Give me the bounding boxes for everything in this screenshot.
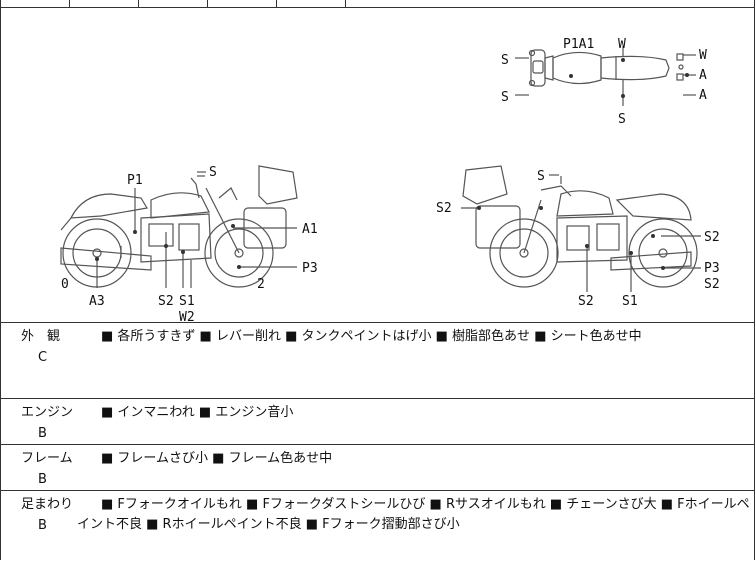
row-label: 外 観 [21,329,61,344]
row-content: ■ インマニわれ ■ エンジン音小 [101,405,294,420]
row-content: ■ フレームさび小 ■ フレーム色あせ中 [101,451,333,466]
label-top-p1a1: P1A1 [563,37,594,52]
label-top-a-upper: A [699,68,707,83]
damage-diagram-area: S S P1A1 W S W A A P1 S A1 P3 0 2 A3 S2 … [0,8,755,323]
motorcycle-diagrams: S S P1A1 W S W A A P1 S A1 P3 0 2 A3 S2 … [60,37,720,322]
label-left-zero: 0 [61,277,69,292]
condition-row-frame: フレーム B ■ フレームさび小 ■ フレーム色あせ中 [0,445,755,491]
label-top-s-lower: S [501,90,509,105]
label-right-p3: P3 [704,261,720,276]
label-top-w-right: W [699,48,707,63]
row-content: ■ 各所うすきず ■ レバー削れ ■ タンクペイントはげ小 ■ 樹脂部色あせ ■… [101,329,642,344]
header-cell [277,0,346,7]
label-left-s: S [209,165,217,180]
row-grade: B [38,472,47,487]
damage-markers [95,58,689,270]
label-top-s-upper: S [501,53,509,68]
label-right-s: S [537,169,545,184]
condition-row-suspension: 足まわり B ■ Fフォークオイルもれ ■ Fフォークダストシールひび ■ Rサ… [0,491,755,560]
row-content: ■ Fフォークオイルもれ ■ Fフォークダストシールひび ■ Rサスオイルもれ … [77,495,751,535]
row-label: エンジン [21,405,74,420]
header-strip [0,0,755,8]
label-left-p1: P1 [127,173,143,188]
condition-row-exterior: 外 観 C ■ 各所うすきず ■ レバー削れ ■ タンクペイントはげ小 ■ 樹脂… [0,323,755,399]
row-content-line2: イント不良 ■ Rホイールペイント不良 ■ Fフォーク摺動部さび小 [77,517,460,532]
row-grade: C [38,350,48,365]
label-left-s2: S2 [158,294,174,309]
label-left-a3: A3 [89,294,105,309]
label-right-s2-lower: S2 [704,277,720,292]
header-cell [208,0,277,7]
label-left-s1: S1 [179,294,195,309]
top-view-illustration [528,49,684,87]
header-cell [139,0,208,7]
right-side-illustration [462,165,698,288]
row-grade: B [38,426,47,441]
label-left-a1: A1 [302,222,318,237]
header-cell [1,0,70,7]
label-top-a-lower: A [699,88,707,103]
row-grade: B [38,518,47,533]
label-right-s2-bottom: S2 [578,294,594,309]
label-left-p3: P3 [302,261,318,276]
label-top-w: W [618,37,626,52]
row-content-line1: ■ Fフォークオイルもれ ■ Fフォークダストシールひび ■ Rサスオイルもれ … [101,497,750,512]
label-top-s-bottom: S [618,112,626,127]
header-cell [70,0,139,7]
label-left-two: 2 [257,277,265,292]
row-label: フレーム [21,451,73,466]
condition-row-engine: エンジン B ■ インマニわれ ■ エンジン音小 [0,399,755,445]
label-right-s2-right: S2 [704,230,720,245]
row-label: 足まわり [21,497,74,512]
label-right-s2-left: S2 [436,201,452,216]
label-right-s1: S1 [622,294,638,309]
label-left-w2: W2 [179,310,195,322]
